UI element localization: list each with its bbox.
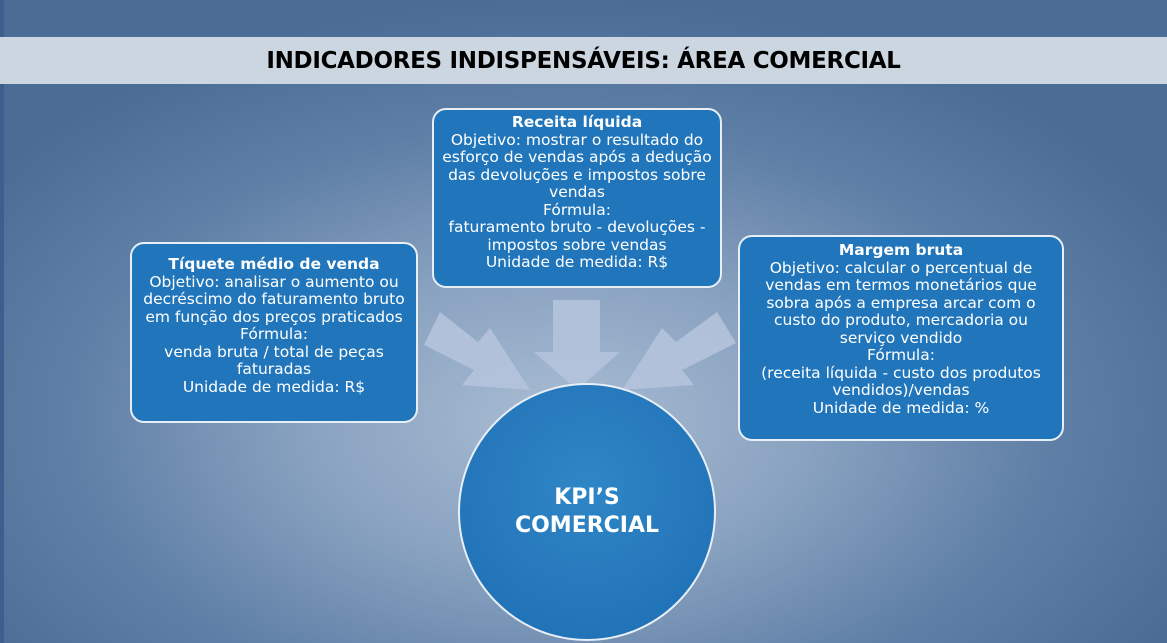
kpi-center-circle: KPI’S COMERCIAL — [458, 383, 716, 641]
arrow-right-down-icon — [424, 312, 530, 390]
page-title: INDICADORES INDISPENSÁVEIS: ÁREA COMERCI… — [266, 47, 901, 74]
box-title: Tíquete médio de venda — [168, 255, 380, 273]
box-body: Objetivo: calcular o percentual de venda… — [761, 258, 1041, 417]
slide-edge — [0, 0, 4, 643]
arrow-left-down-icon — [622, 312, 736, 390]
box-body: Objetivo: analisar o aumento ou decrésci… — [143, 272, 405, 396]
title-bar: INDICADORES INDISPENSÁVEIS: ÁREA COMERCI… — [0, 37, 1167, 84]
box-title: Margem bruta — [838, 241, 964, 259]
box-body: Objetivo: mostrar o resultado do esforço… — [442, 130, 712, 271]
box-title: Receita líquida — [511, 113, 643, 131]
arrow-down-icon — [534, 300, 620, 390]
